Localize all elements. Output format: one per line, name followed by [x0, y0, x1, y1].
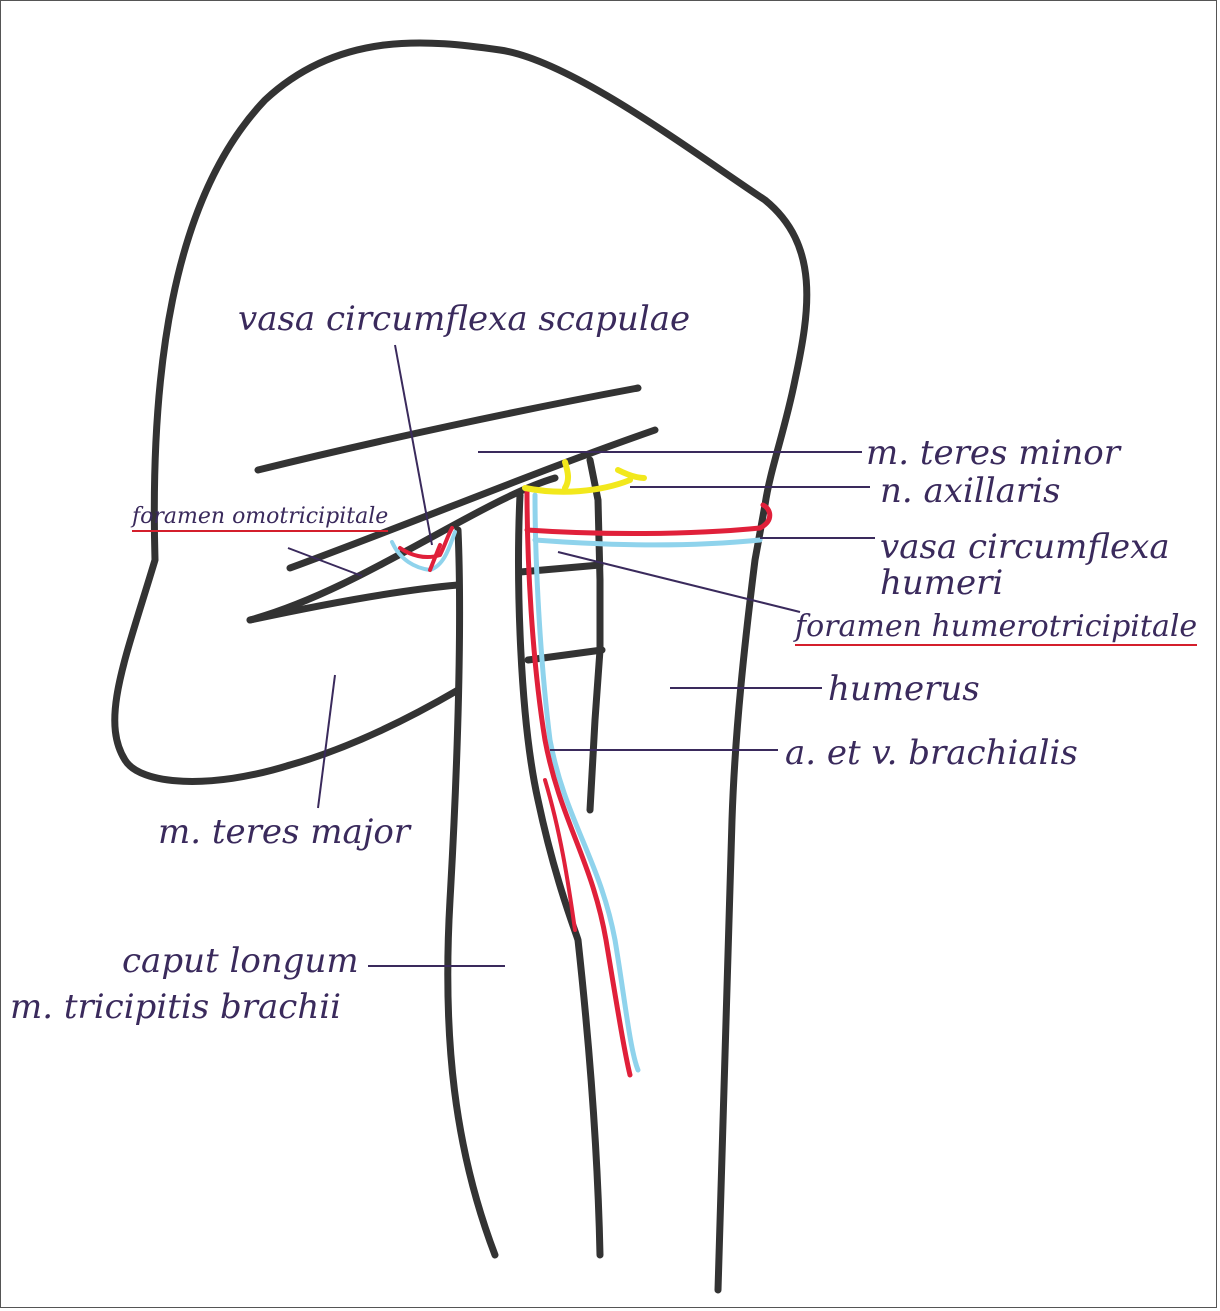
label-foramen-omotricipitale: foramen omotricipitale [132, 506, 388, 532]
label-caput-longum-line1: caput longum [122, 944, 359, 978]
label-vasa-circumflexa-scapulae: vasa circumflexa scapulae [238, 302, 690, 336]
brachial-vein [535, 495, 638, 1070]
label-m-teres-minor: m. teres minor [866, 436, 1120, 470]
label-a-et-v-brachialis: a. et v. brachialis [785, 736, 1078, 770]
circumflex-humeri-artery [527, 505, 770, 534]
label-n-axillaris: n. axillaris [880, 474, 1060, 508]
label-m-teres-major: m. teres major [158, 815, 410, 849]
leader-vasa-circumflexa-scapulae [395, 345, 432, 545]
triceps-long-head-left [448, 530, 495, 1255]
teres-major-lower-line [250, 585, 458, 620]
brachial-artery [527, 490, 630, 1075]
label-caput-longum-line2: m. tricipitis brachii [10, 990, 341, 1024]
leader-foramen-humerotricipitale [558, 552, 800, 612]
axillary-nerve [525, 462, 644, 492]
label-foramen-humerotricipitale: foramen humerotricipitale [795, 612, 1197, 646]
label-vasa-circumflexa-humeri-line1: vasa circumflexa [880, 530, 1170, 564]
circumflex-humeri-vein [535, 540, 760, 545]
label-humerus: humerus [828, 672, 980, 706]
leader-m-teres-major [318, 675, 335, 808]
label-vasa-circumflexa-humeri-line2: humeri [880, 566, 1003, 600]
humerus-left-edge [590, 460, 600, 810]
crossbar-1 [520, 565, 600, 572]
